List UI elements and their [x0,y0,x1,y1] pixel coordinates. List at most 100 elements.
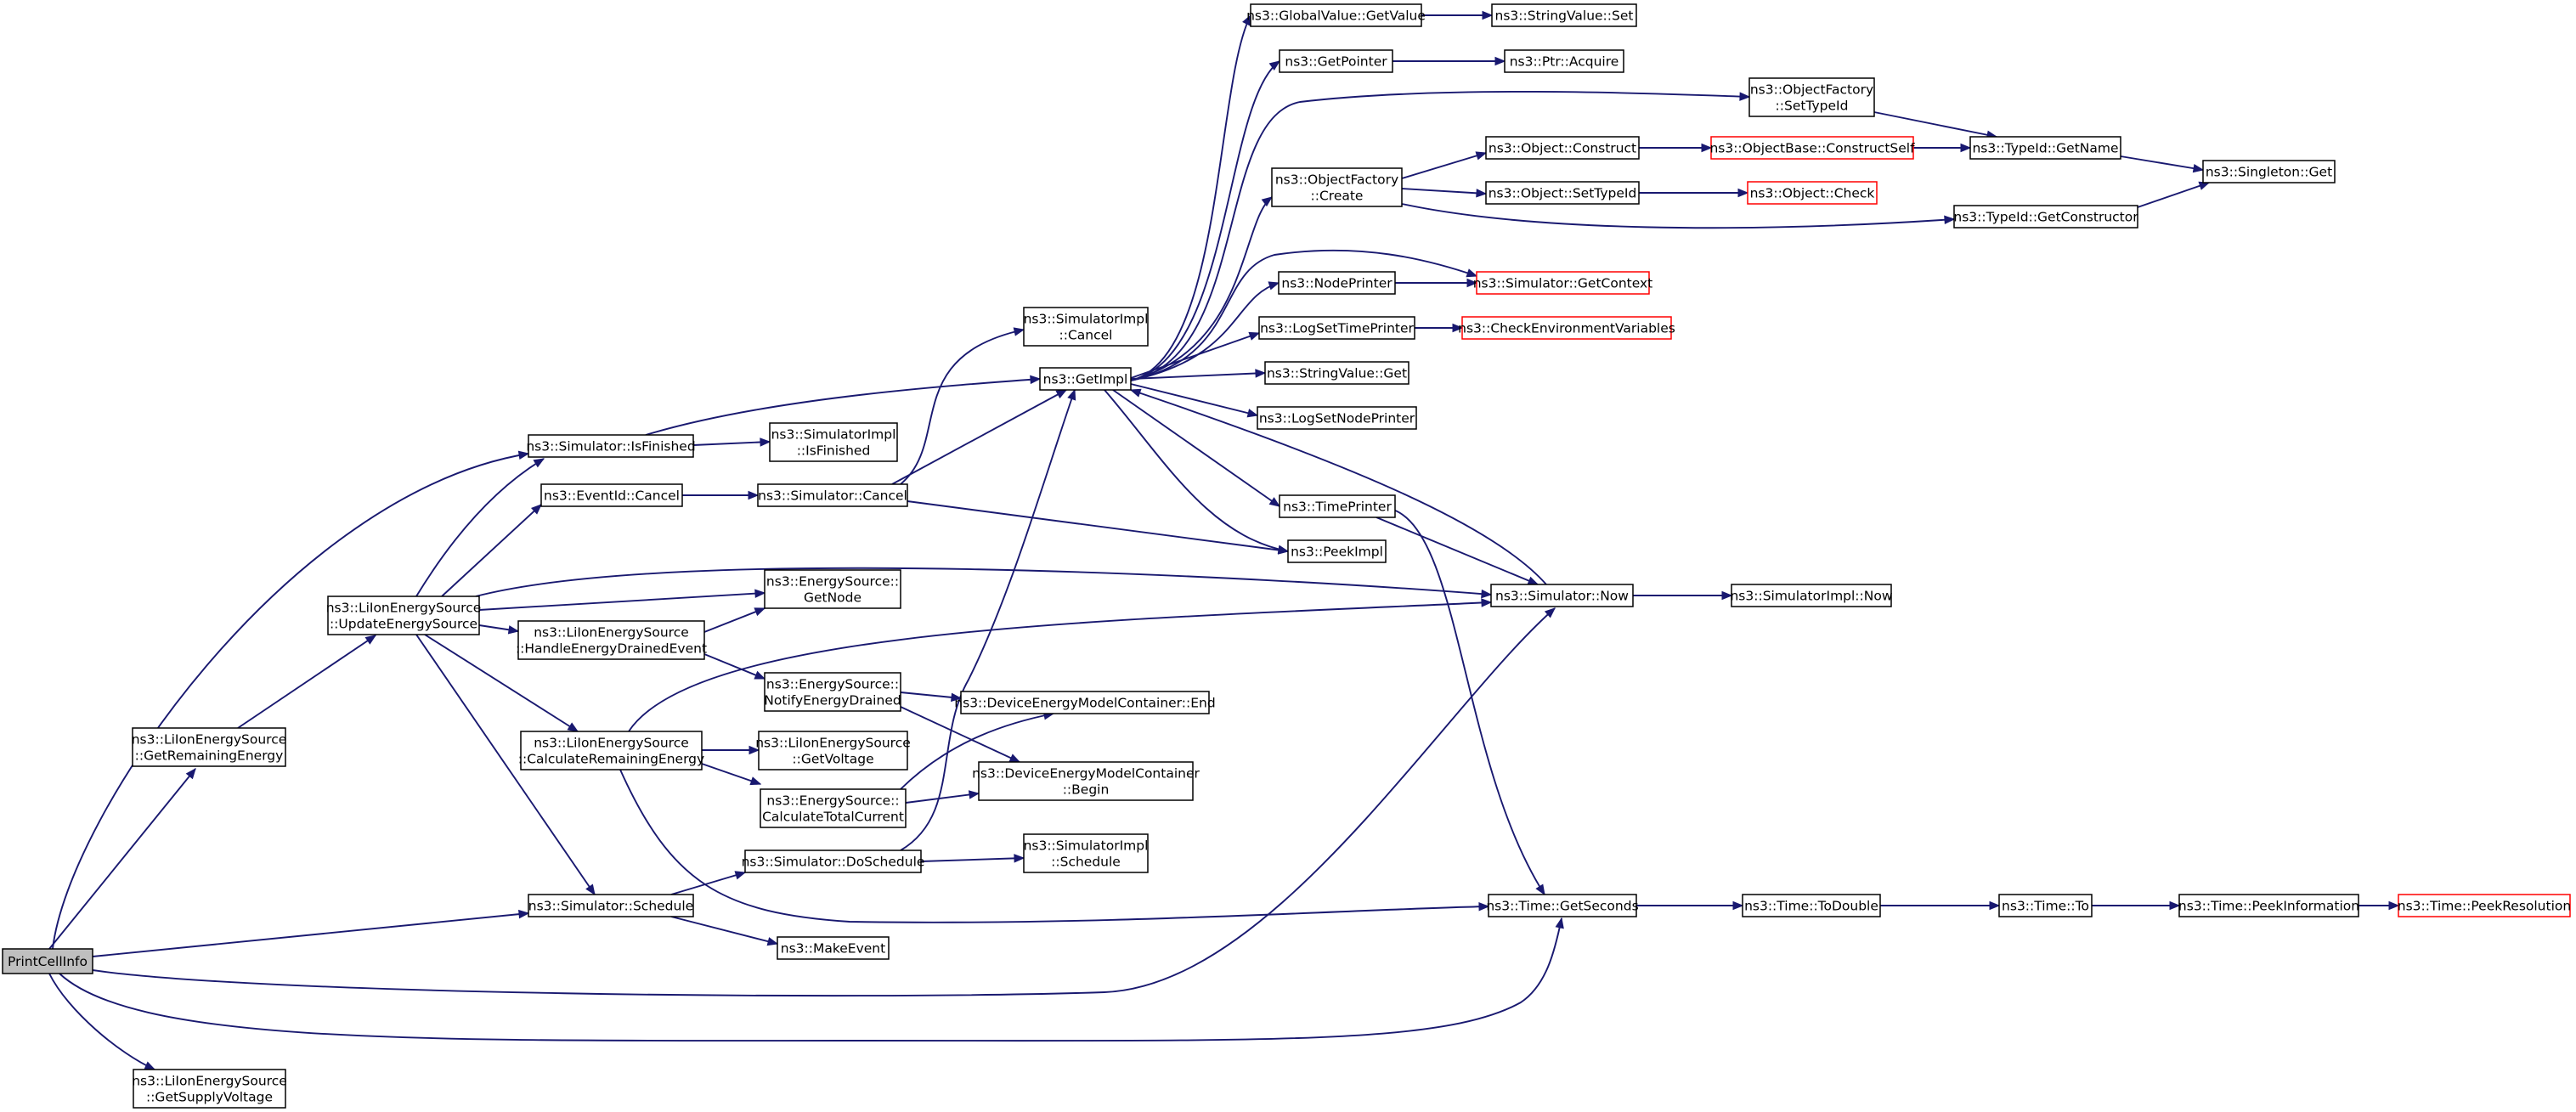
node-timeto[interactable]: ns3::Time::To [1998,894,2093,917]
node-calctot[interactable]: ns3::EnergySource::CalculateTotalCurrent [760,788,907,828]
node-box[interactable] [133,1069,286,1109]
node-box[interactable] [758,731,908,770]
node-print[interactable]: PrintCellInfo [2,948,93,974]
node-getsec[interactable]: ns3::Time::GetSeconds [1486,894,1639,917]
node-getcons[interactable]: ns3::TypeId::GetConstructor [1953,205,2138,229]
node-box[interactable] [1278,271,1396,295]
node-siisfin[interactable]: ns3::SimulatorImpl::IsFinished [769,422,898,462]
node-box[interactable] [1039,367,1132,391]
node-begin[interactable]: ns3::DeviceEnergyModelContainer::Begin [972,761,1200,801]
node-box[interactable] [1023,833,1149,873]
node-getnode[interactable]: ns3::EnergySource::GetNode [764,569,901,609]
node-getvolt[interactable]: ns3::LiIonEnergySource::GetVoltage [755,731,911,770]
node-box[interactable] [2202,160,2336,183]
node-box[interactable] [960,691,1210,714]
node-box[interactable] [2398,894,2571,917]
node-box[interactable] [1953,205,2138,229]
node-box[interactable] [1491,3,1637,27]
node-box[interactable] [1264,361,1409,385]
node-box[interactable] [1488,894,1637,917]
node-box[interactable] [757,483,908,507]
node-box[interactable] [1287,539,1387,563]
node-peekinfo[interactable]: ns3::Time::PeekInformation [2178,894,2359,917]
node-box[interactable] [760,788,907,828]
node-objcons[interactable]: ns3::Object::Construct [1485,136,1640,160]
node-ofcreate[interactable]: ns3::ObjectFactory::Create [1271,167,1403,207]
node-notify[interactable]: ns3::EnergySource::NotifyEnergyDrained [764,672,901,712]
node-box[interactable] [1279,494,1396,518]
node-box[interactable] [1748,77,1875,117]
node-makeev[interactable]: ns3::MakeEvent [777,936,890,960]
node-box[interactable] [764,672,901,712]
node-lognode[interactable]: ns3::LogSetNodePrinter [1257,406,1417,430]
node-ptracq[interactable]: ns3::Ptr::Acquire [1504,49,1624,73]
node-update[interactable]: ns3::LiIonEnergySource::UpdateEnergySour… [326,596,482,635]
node-obconself[interactable]: ns3::ObjectBase::ConstructSelf [1709,136,1915,160]
node-getimpl[interactable]: ns3::GetImpl [1039,367,1132,391]
node-peekimpl[interactable]: ns3::PeekImpl [1287,539,1387,563]
node-box[interactable] [528,894,694,917]
node-simcancel[interactable]: ns3::Simulator::Cancel [757,483,908,507]
node-gvget[interactable]: ns3::GlobalValue::GetValue [1246,3,1426,27]
node-getname[interactable]: ns3::TypeId::GetName [1969,136,2121,160]
node-box[interactable] [132,727,286,767]
node-box[interactable] [1476,271,1650,295]
node-box[interactable] [1731,584,1892,607]
node-dosched[interactable]: ns3::Simulator::DoSchedule [742,850,925,873]
node-box[interactable] [1490,584,1634,607]
node-box[interactable] [1485,181,1640,205]
node-box[interactable] [1504,49,1624,73]
node-box[interactable] [520,731,703,770]
node-box[interactable] [1461,316,1672,340]
node-box[interactable] [1742,894,1881,917]
node-box[interactable] [528,434,694,458]
node-end[interactable]: ns3::DeviceEnergyModelContainer::End [954,691,1216,714]
node-box[interactable] [1710,136,1914,160]
node-box[interactable] [744,850,922,873]
node-checkenv[interactable]: ns3::CheckEnvironmentVariables [1458,316,1675,340]
node-todouble[interactable]: ns3::Time::ToDouble [1742,894,1881,917]
node-objset[interactable]: ns3::Object::SetTypeId [1485,181,1640,205]
node-getsup[interactable]: ns3::LiIonEnergySource::GetSupplyVoltage [132,1069,287,1109]
node-getrem[interactable]: ns3::LiIonEnergySource::GetRemainingEner… [132,727,287,767]
node-box[interactable] [1258,316,1415,340]
node-box[interactable] [1257,406,1417,430]
node-sinow[interactable]: ns3::SimulatorImpl::Now [1730,584,1893,607]
node-box[interactable] [517,620,705,660]
node-nodepr[interactable]: ns3::NodePrinter [1278,271,1396,295]
node-getptr[interactable]: ns3::GetPointer [1279,49,1393,73]
node-singleton[interactable]: ns3::Singleton::Get [2202,160,2336,183]
node-box[interactable] [764,569,901,609]
node-box[interactable] [1969,136,2121,160]
node-box[interactable] [327,596,480,635]
node-box[interactable] [769,422,898,462]
node-peekres[interactable]: ns3::Time::PeekResolution [2398,894,2571,917]
node-schedule[interactable]: ns3::Simulator::Schedule [528,894,694,917]
node-box[interactable] [1998,894,2093,917]
node-handle[interactable]: ns3::LiIonEnergySource::HandleEnergyDrai… [516,620,707,660]
node-svset[interactable]: ns3::StringValue::Set [1491,3,1637,27]
node-box[interactable] [1023,307,1149,347]
node-logtime[interactable]: ns3::LogSetTimePrinter [1258,316,1415,340]
node-box[interactable] [1747,181,1878,205]
node-box[interactable] [978,761,1194,801]
node-box[interactable] [1271,167,1403,207]
node-ofset[interactable]: ns3::ObjectFactory::SetTypeId [1748,77,1875,117]
node-box[interactable] [540,483,683,507]
node-box[interactable] [1485,136,1640,160]
node-getctx[interactable]: ns3::Simulator::GetContext [1473,271,1653,295]
node-simnow[interactable]: ns3::Simulator::Now [1490,584,1634,607]
node-calcrem[interactable]: ns3::LiIonEnergySource::CalculateRemaini… [518,731,704,770]
node-timepr[interactable]: ns3::TimePrinter [1279,494,1396,518]
node-evcancel[interactable]: ns3::EventId::Cancel [540,483,683,507]
node-box[interactable] [2,948,93,974]
node-isfin[interactable]: ns3::Simulator::IsFinished [526,434,696,458]
node-box[interactable] [1279,49,1393,73]
node-sicancel[interactable]: ns3::SimulatorImpl::Cancel [1023,307,1149,347]
node-sisched[interactable]: ns3::SimulatorImpl::Schedule [1023,833,1149,873]
node-box[interactable] [777,936,890,960]
node-objcheck[interactable]: ns3::Object::Check [1747,181,1878,205]
node-svget[interactable]: ns3::StringValue::Get [1264,361,1409,385]
node-box[interactable] [1250,3,1422,27]
node-box[interactable] [2178,894,2359,917]
